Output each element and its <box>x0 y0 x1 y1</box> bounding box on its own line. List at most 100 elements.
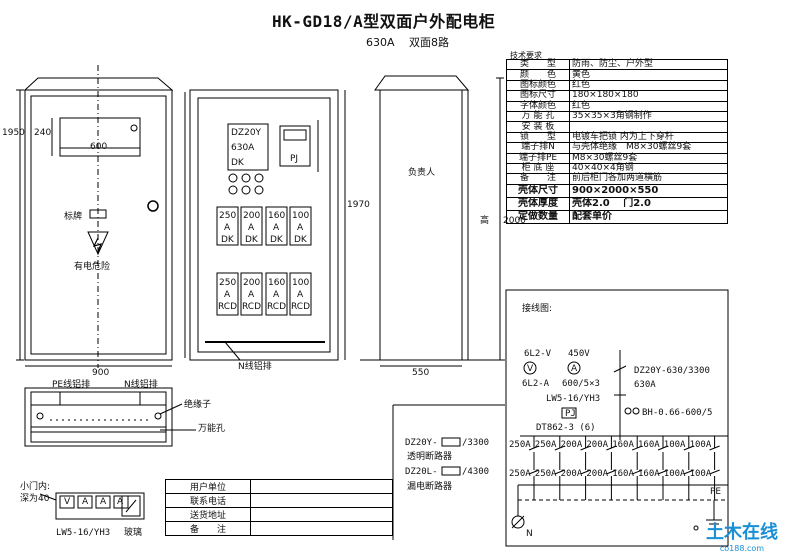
inner-breaker-dk <box>265 206 288 246</box>
wiring-branch-switch-bot <box>606 469 617 475</box>
inner-breaker-rcd-type: RCD <box>267 302 287 312</box>
main-breaker-contact <box>613 365 627 373</box>
n-busbar-label: N线铝排 <box>238 362 272 372</box>
wiring-amp-bot: 200A <box>560 469 583 479</box>
tech-key: 万 能 孔 <box>506 110 570 123</box>
label-person: 负责人 <box>408 168 436 178</box>
dim-550: 550 <box>412 368 430 378</box>
wiring-amp-bot: 100A <box>663 469 686 479</box>
small-door-switch-a2: A <box>100 497 107 507</box>
wiring-frame <box>505 289 729 547</box>
label-warning: 有电危险 <box>74 262 111 272</box>
customer-value[interactable] <box>250 521 393 536</box>
inner-meter-box <box>279 125 311 167</box>
wiring-branch-switch-top <box>657 445 669 451</box>
side-view <box>360 75 505 367</box>
inner-breaker-rcd-unit: A <box>224 290 231 300</box>
wiring-amp-bot: 100A <box>689 469 712 479</box>
main-breaker-l3: DK <box>231 158 244 168</box>
wiring-amp-top: 250A <box>509 440 531 450</box>
wiring-main-brk: DZ20Y-630/3300 <box>634 366 710 376</box>
inner-view <box>184 89 346 361</box>
customer-key: 备 注 <box>165 521 251 536</box>
small-door-glass: 玻璃 <box>124 528 143 538</box>
tech-value: 黄色 <box>569 69 728 81</box>
page-subtitle: 630A 双面8路 <box>366 36 450 49</box>
wiring-pj: PJ <box>565 409 576 419</box>
inner-breaker-dk-unit: A <box>248 223 255 233</box>
wiring-branch-switch-top <box>580 445 591 451</box>
small-door-depth: 深为40 <box>20 494 50 504</box>
inner-breaker-rcd <box>240 272 263 316</box>
wiring-amp-top: 160A <box>638 440 660 450</box>
customer-value[interactable] <box>250 479 393 494</box>
legend-dz20y-num: /3300 <box>462 438 490 448</box>
tech-key: 端子排N <box>506 142 570 154</box>
inner-breaker-dk-unit: A <box>224 223 231 233</box>
front-view <box>16 65 174 368</box>
tech-key: 壳体厚度 <box>506 196 570 211</box>
warning-icon <box>87 231 109 256</box>
tech-key: 类 型 <box>506 58 570 71</box>
inner-breaker-dk-rating: 160 <box>268 211 286 221</box>
wiring-branch-switch-top <box>554 445 565 451</box>
wiring-a-label: 6L2-A <box>522 379 550 389</box>
front-window <box>59 117 141 157</box>
ammeter-icon <box>567 361 581 375</box>
wiring-branch-switch-bot <box>683 469 694 475</box>
customer-value[interactable] <box>250 507 393 522</box>
tech-value: 配套单价 <box>569 209 728 224</box>
wiring-branch-switch-top <box>709 445 720 451</box>
tech-key: 颜 色 <box>506 69 570 81</box>
legend-dz20y-name: 透明断路器 <box>407 452 453 462</box>
inner-main-breaker <box>227 123 269 171</box>
customer-value[interactable] <box>250 493 393 508</box>
inner-breaker-rcd-type: RCD <box>291 302 311 312</box>
legend-dz20l-num: /4300 <box>462 467 490 477</box>
tech-row: 备 注前后柜门各加两道横筋 <box>506 173 728 185</box>
inner-breaker-rcd-type: RCD <box>242 302 262 312</box>
plan-outline <box>24 387 173 447</box>
inner-breaker-dk-unit: A <box>273 223 280 233</box>
wiring-amp-bot: 250A <box>534 469 557 479</box>
wiring-a-value: 600/5×3 <box>562 379 600 389</box>
plan-view <box>24 387 196 447</box>
inner-breaker-rcd-unit: A <box>297 290 304 300</box>
inner-breaker-dk-rating: 250 <box>219 211 237 221</box>
wiring-branch-switch-bot <box>632 469 643 475</box>
small-door-switch-v: V <box>64 497 71 507</box>
inner-breaker-dk <box>216 206 239 246</box>
legend-dz20y: DZ20Y- <box>405 438 438 448</box>
inner-mount-plate <box>197 97 331 353</box>
tech-key: 定做数量 <box>506 209 570 224</box>
inner-breaker-rcd <box>265 272 288 316</box>
tech-row-big: 定做数量配套单价 <box>506 209 728 224</box>
small-door-switch-a1: A <box>82 497 89 507</box>
tech-value: 与壳体绝缘 M8×30螺丝9套 <box>569 142 728 154</box>
side-roof <box>374 75 470 91</box>
tech-caption: 技术要求 <box>510 51 542 60</box>
inner-breaker-dk-rating: 100 <box>292 211 310 221</box>
wiring-n-label: N <box>526 529 533 539</box>
dim-height-front: 1950 <box>2 128 25 138</box>
inner-breaker-dk-type: DK <box>270 235 283 245</box>
inner-breaker-rcd-rating: 100 <box>292 278 310 288</box>
tech-value: 35×35×3角钢制作 <box>569 110 728 123</box>
customer-row: 联系电话 <box>165 493 393 508</box>
customer-key: 联系电话 <box>165 493 251 508</box>
tech-key: 端子排PE <box>506 152 570 164</box>
wiring-branch-switch-top <box>683 445 694 451</box>
small-door-switch-a3: A <box>117 497 124 507</box>
wiring-amp-top: 250A <box>534 440 557 450</box>
wiring-branch-switch-bot <box>580 469 591 475</box>
n-bar-label: N线铝排 <box>124 380 158 390</box>
wiring-branch-switch-bot <box>554 469 565 475</box>
tech-row: 颜 色黄色 <box>506 69 728 81</box>
tech-row-big: 壳体厚度壳体2.0 门2.0 <box>506 196 728 211</box>
inner-breaker-dk-type: DK <box>221 235 234 245</box>
small-door <box>39 492 145 520</box>
inner-breaker-dk <box>240 206 263 246</box>
inner-breaker-dk-unit: A <box>297 223 304 233</box>
